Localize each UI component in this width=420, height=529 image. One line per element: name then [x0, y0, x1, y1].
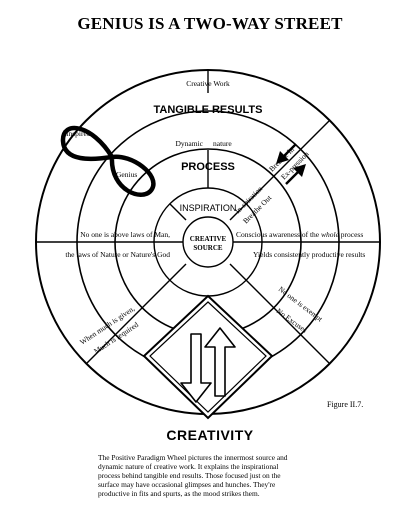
section-title: CREATIVITY: [166, 427, 254, 443]
caption-paragraph: The Positive Paradigm Wheel pictures the…: [98, 453, 346, 498]
caption-line: process behind tangible end results. Tho…: [98, 471, 281, 480]
page-title: GENIUS IS A TWO-WAY STREET: [77, 14, 343, 33]
laws-of-nature-label: the laws of Nature or Nature's God: [65, 250, 170, 259]
creative-source-label-line1: CREATIVE: [190, 235, 227, 243]
sign-inner-diamond: [149, 301, 267, 413]
caption-line: The Positive Paradigm Wheel pictures the…: [98, 453, 288, 462]
arrow-in-shaft: [283, 143, 297, 157]
spoke-upper-right: [229, 120, 330, 221]
arrow-out-shaft: [285, 171, 299, 185]
nature-label: nature: [213, 139, 232, 148]
tangible-results-label: TANGIBLE RESULTS: [154, 104, 263, 116]
down-arrow-icon: [180, 333, 212, 403]
sign-outer-diamond: [142, 294, 274, 420]
inspired-label: Inspired: [66, 129, 91, 138]
conscious-awareness-label: Conscious awareness of the whole process: [236, 230, 363, 239]
dynamic-label: Dynamic: [176, 139, 204, 148]
flow-arrows: [276, 143, 306, 185]
caption-line: dynamic nature of creative work. It expl…: [98, 462, 279, 471]
figure-reference: Figure II.7.: [327, 400, 364, 409]
creative-source-label-line2: SOURCE: [193, 244, 223, 252]
wheel-spokes: [36, 70, 380, 364]
genius-label: Genius: [116, 170, 137, 179]
caption-line: surface may have occasional glimpses and…: [98, 480, 276, 489]
spoke-lower-right: [229, 263, 330, 364]
arrow-in-head-icon: [276, 151, 289, 164]
infinity-loop-icon: [60, 125, 156, 197]
no-one-above-label: No one is above laws of Man,: [80, 230, 170, 239]
up-arrow-icon: [204, 327, 236, 397]
spoke-upper-left: [169, 203, 187, 221]
yields-results-label: Yields consistently productive results: [253, 250, 365, 259]
process-label: PROCESS: [181, 161, 235, 173]
inspiration-label: INSPIRATION: [180, 203, 237, 213]
creative-work-label: Creative Work: [186, 79, 230, 88]
arrow-out-head-icon: [293, 164, 306, 177]
caption-line: productive in fits and spurts, as the mo…: [98, 489, 260, 498]
two-way-street-sign-icon: [142, 294, 274, 420]
spoke-lower-left: [86, 263, 187, 364]
